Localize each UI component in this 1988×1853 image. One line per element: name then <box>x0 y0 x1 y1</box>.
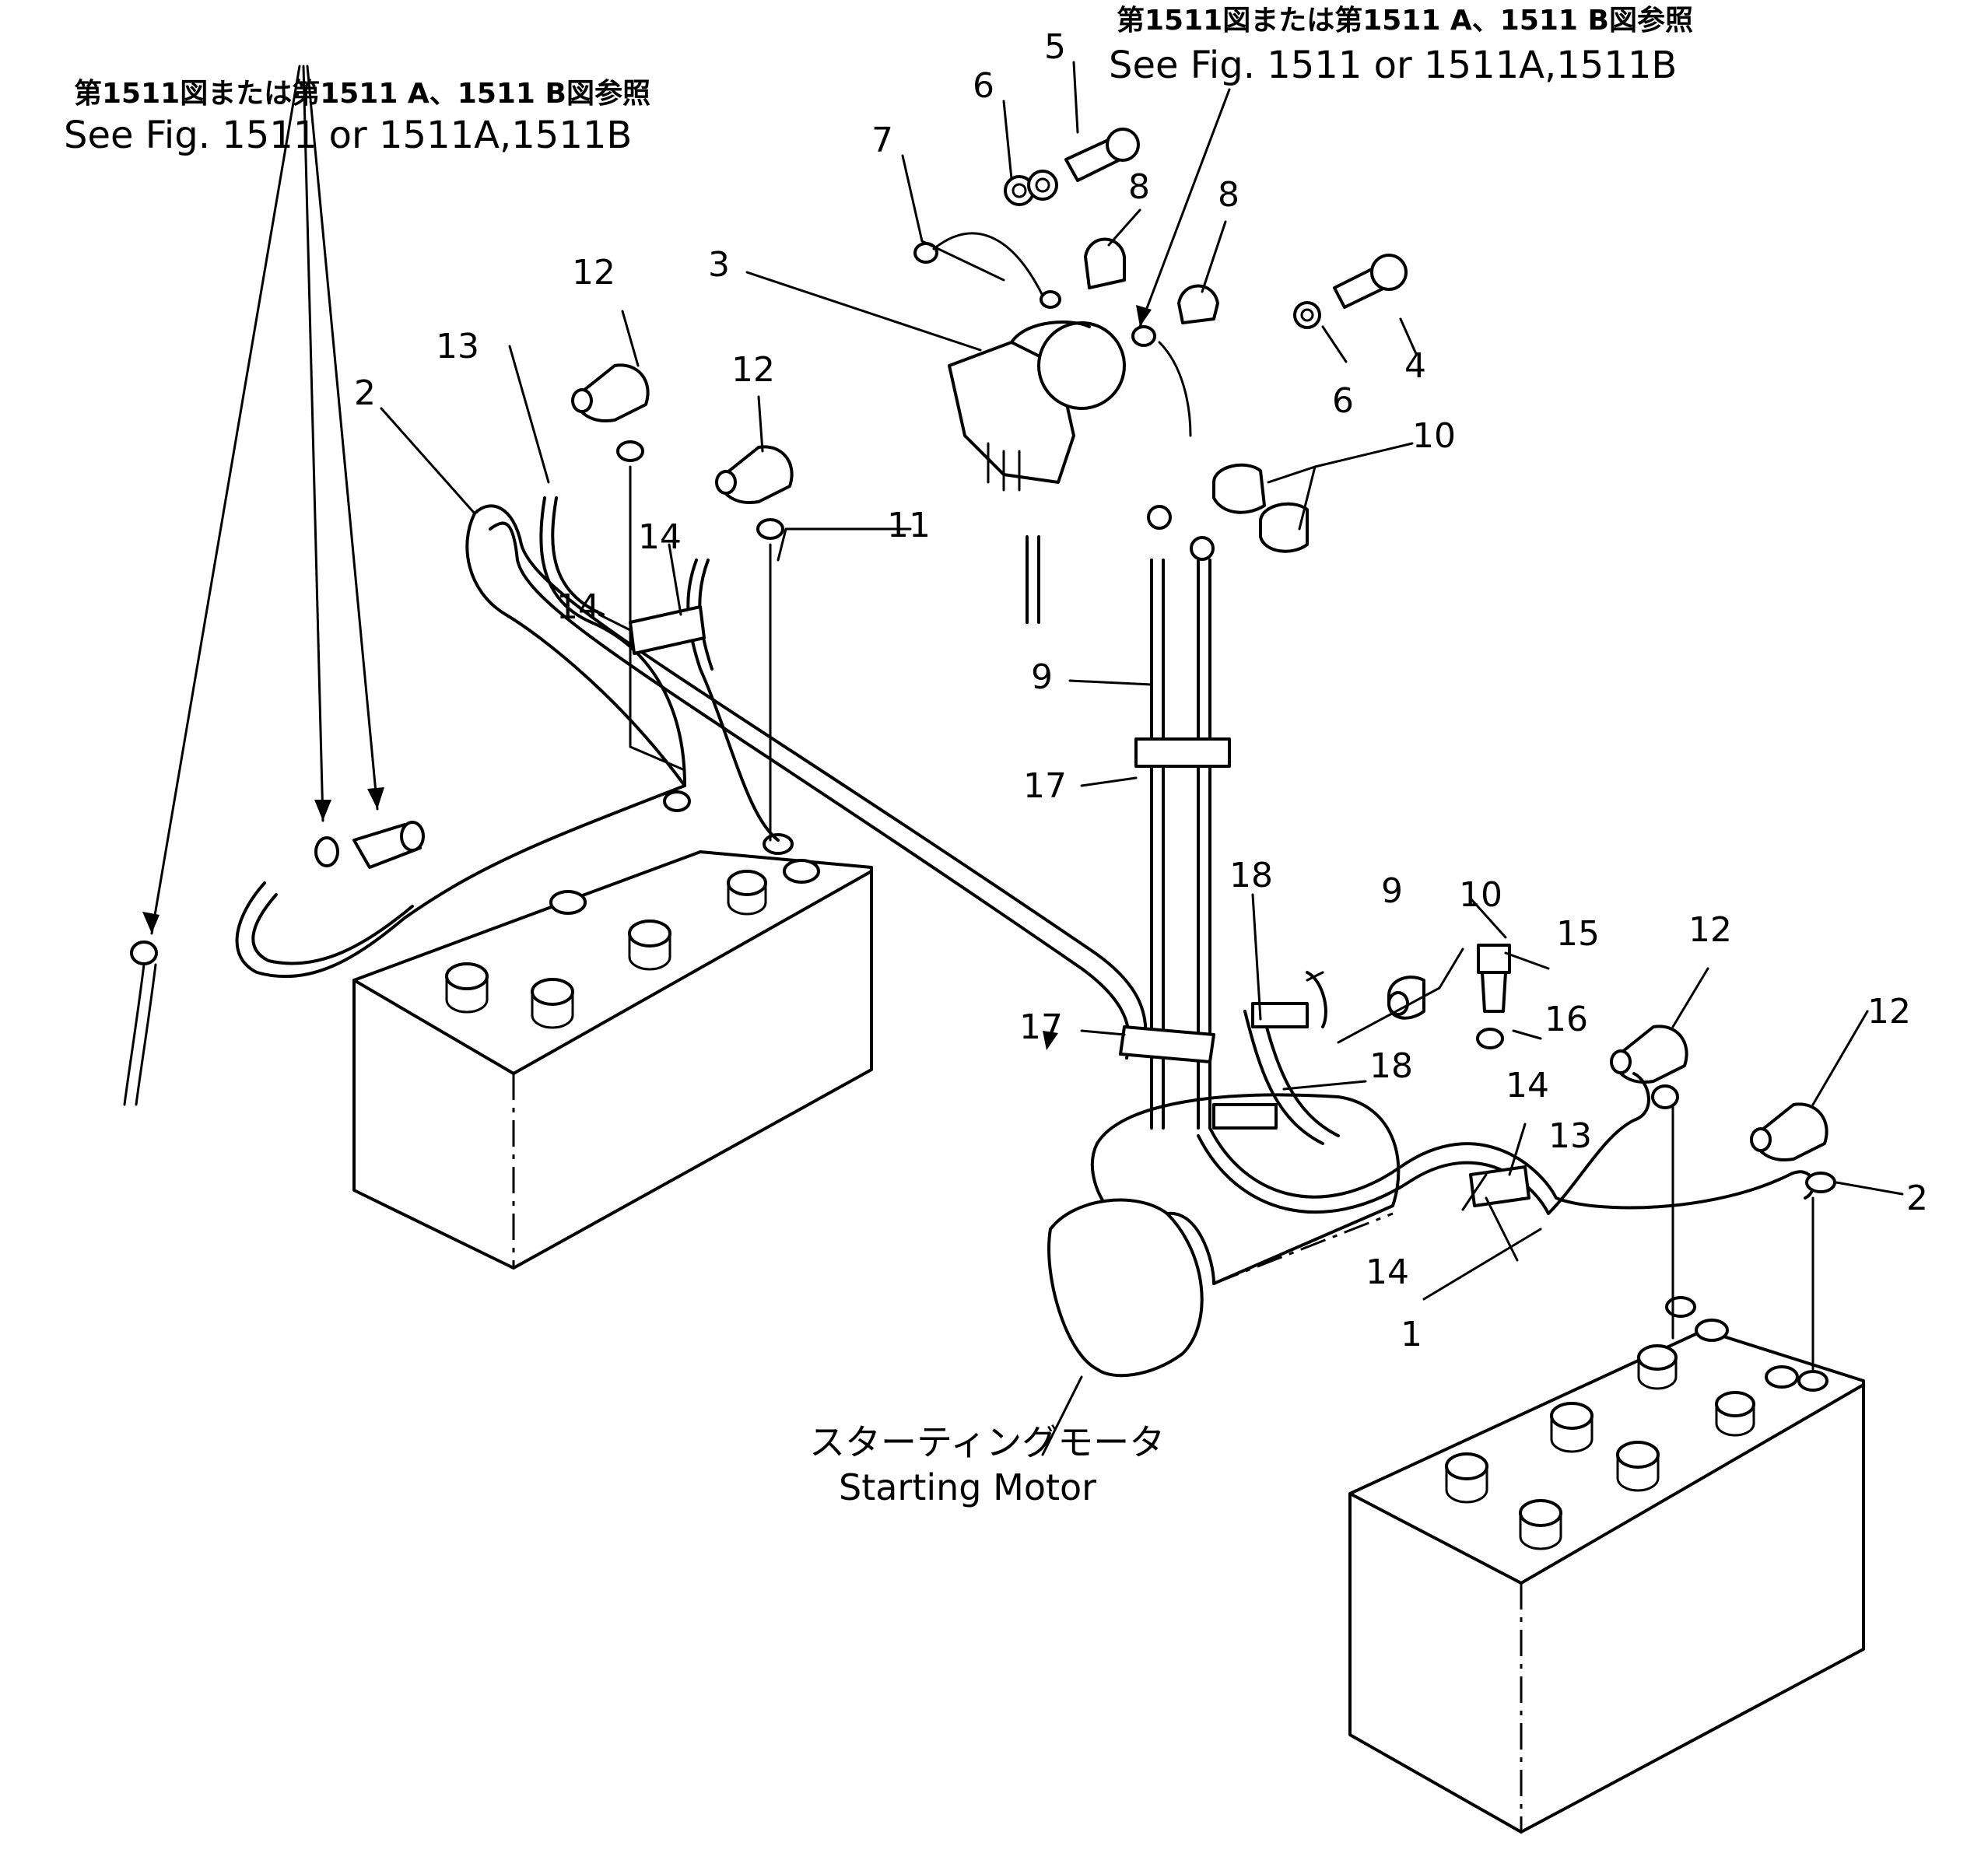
covers-10 <box>1212 463 1309 553</box>
caption-starting-motor: スターティングモータ Starting Motor <box>809 1421 1165 1508</box>
starting-motor <box>1047 1093 1401 1378</box>
cables <box>235 440 1836 1215</box>
callout-15: 15 <box>1556 914 1600 954</box>
washers-6 <box>1004 170 1058 206</box>
left-battery <box>352 790 873 1270</box>
callout-17: 17 <box>1019 1007 1063 1047</box>
callout-12: 12 <box>731 350 775 390</box>
callout-14: 14 <box>1366 1252 1409 1292</box>
callout-14: 14 <box>556 587 600 627</box>
cover-12c <box>1610 1025 1688 1084</box>
ref-top-jp: 第1511図または第1511 A、1511 B図参照 <box>1117 5 1693 37</box>
left-terminal-parts <box>123 821 425 1106</box>
clamp-8a <box>1084 237 1126 289</box>
caption-jp: スターティングモータ <box>809 1421 1165 1463</box>
callout-17: 17 <box>1023 766 1067 806</box>
callout-4: 4 <box>1404 346 1426 386</box>
terminal-wire <box>1131 325 1192 437</box>
callout-10: 10 <box>1412 416 1456 456</box>
callout-14: 14 <box>1506 1066 1549 1105</box>
terminal-7 <box>913 232 1061 309</box>
callout-16: 16 <box>1544 1000 1588 1039</box>
callout-9: 9 <box>1381 871 1403 911</box>
callout-18: 18 <box>1369 1046 1413 1086</box>
cover-12d <box>1750 1102 1828 1161</box>
callout-13: 13 <box>1548 1116 1592 1156</box>
callout-13: 13 <box>436 327 479 366</box>
callout-12: 12 <box>1688 910 1732 950</box>
callout-2: 2 <box>1906 1179 1928 1218</box>
callout-8: 8 <box>1128 167 1150 207</box>
hardware-parts <box>123 128 1828 1161</box>
callout-12: 12 <box>1867 992 1911 1032</box>
clamp-8b <box>1177 284 1219 324</box>
reference-note-left: 第1511図または第1511 A、1511 B図参照 See Fig. 1511… <box>64 78 650 157</box>
cover-12a <box>571 363 650 422</box>
callout-6: 6 <box>1332 381 1354 421</box>
callout-9: 9 <box>1031 657 1053 697</box>
callout-7: 7 <box>871 121 893 160</box>
callout-2: 2 <box>354 373 376 413</box>
callout-18: 18 <box>1229 856 1273 895</box>
cover-12b <box>715 445 794 504</box>
callout-10: 10 <box>1459 875 1502 915</box>
caption-en: Starting Motor <box>839 1466 1096 1508</box>
callout-11: 11 <box>887 506 931 545</box>
callout-12: 12 <box>572 253 615 292</box>
bolt-5 <box>1064 128 1140 182</box>
ref-left-en: See Fig. 1511 or 1511A,1511B <box>64 114 632 157</box>
callout-1: 1 <box>1401 1315 1422 1354</box>
callout-labels: 5 6 7 8 8 3 4 6 10 12 12 13 2 14 14 11 9… <box>354 27 1928 1354</box>
left-battery-caps <box>445 870 767 1029</box>
ref-top-en: See Fig. 1511 or 1511A,1511B <box>1109 44 1677 87</box>
callout-8: 8 <box>1218 175 1239 215</box>
leader-lines <box>142 61 1904 1456</box>
bolt-15 <box>1477 944 1511 1013</box>
callout-6: 6 <box>973 66 994 106</box>
callout-14: 14 <box>638 517 682 557</box>
bolt-4 <box>1333 254 1408 309</box>
reference-note-top: 第1511図または第1511 A、1511 B図参照 See Fig. 1511… <box>1109 5 1693 87</box>
callout-5: 5 <box>1044 27 1066 67</box>
right-battery <box>1348 1296 1865 1834</box>
ref-left-jp: 第1511図または第1511 A、1511 B図参照 <box>74 78 650 110</box>
callout-3: 3 <box>708 245 730 285</box>
washer-16 <box>1476 1028 1504 1049</box>
right-battery-caps <box>1445 1344 1755 1550</box>
left-battery-terminal <box>663 790 820 884</box>
battery-relay <box>948 321 1126 624</box>
washer-6b <box>1293 301 1321 329</box>
